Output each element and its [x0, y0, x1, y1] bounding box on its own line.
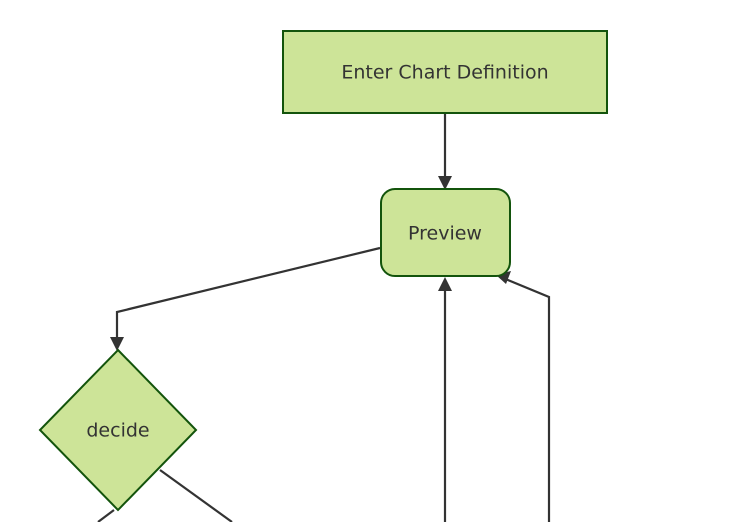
node-label: Preview — [408, 223, 482, 245]
edge-preview-to-decide[interactable] — [110, 246, 381, 351]
edges-layer — [97, 113, 551, 522]
edge-line — [159, 469, 233, 522]
node-label: decide — [86, 420, 149, 442]
edge-bottom-center-to-preview[interactable] — [438, 277, 452, 522]
arrow-head-icon — [110, 337, 124, 351]
arrow-head-icon — [438, 176, 452, 190]
edge-definition-to-preview[interactable] — [438, 113, 452, 190]
edge-line — [502, 276, 551, 522]
node-enter-chart-definition[interactable]: Enter Chart Definition — [282, 30, 608, 114]
edge-bottom-right-to-preview[interactable] — [496, 271, 551, 522]
node-rounded-rectangle — [380, 188, 511, 277]
nodes-layer: Enter Chart Definition Preview decide — [38, 30, 608, 512]
edge-decide-bottom-left[interactable] — [97, 509, 115, 522]
edge-line — [115, 246, 381, 343]
arrow-head-icon — [438, 277, 452, 291]
node-decide[interactable]: decide — [38, 348, 198, 512]
edge-decide-bottom-right[interactable] — [159, 469, 233, 522]
node-label: Enter Chart Definition — [341, 62, 548, 84]
node-diamond — [38, 348, 198, 512]
edge-line — [97, 509, 115, 522]
node-rectangle — [282, 30, 608, 114]
node-preview[interactable]: Preview — [380, 188, 511, 277]
